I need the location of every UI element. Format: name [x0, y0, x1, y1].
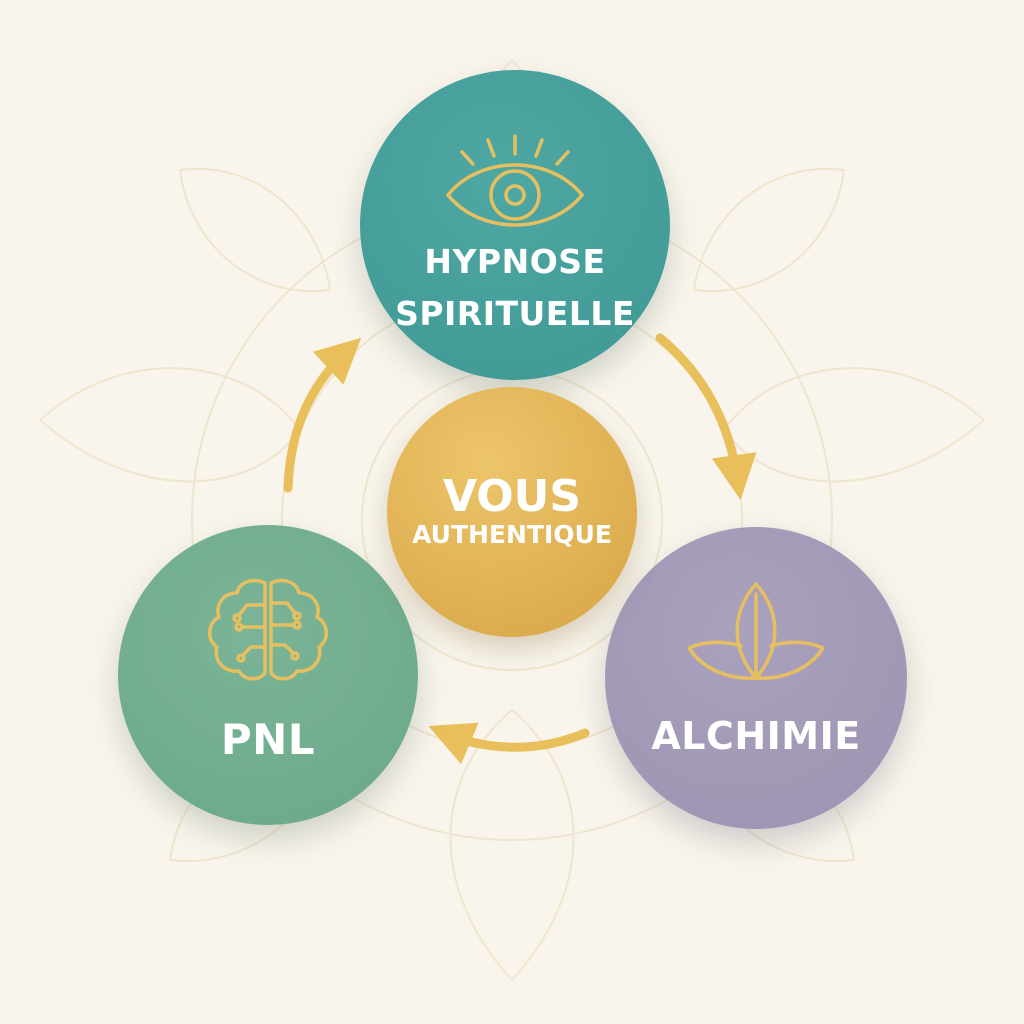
center-label-line1: VOUS: [442, 470, 582, 522]
node-pnl: PNL: [118, 525, 418, 825]
node-alchimie-label: ALCHIMIE: [651, 714, 861, 759]
node-hypnose-label-line2: SPIRITUELLE: [395, 294, 635, 333]
node-pnl-label: PNL: [220, 714, 316, 764]
arrow-right-to-left: [428, 722, 590, 765]
lotus-icon: [681, 576, 831, 686]
eye-icon: [440, 130, 590, 230]
center-label-line2: AUTHENTIQUE: [412, 520, 612, 550]
node-alchimie: ALCHIMIE: [605, 527, 907, 829]
node-hypnose-label-line1: HYPNOSE: [424, 242, 606, 282]
brain-icon: [203, 575, 333, 685]
arrow-top-to-right: [655, 333, 757, 500]
arrow-left-to-top: [283, 337, 362, 493]
node-vous-authentique: VOUS AUTHENTIQUE: [387, 387, 637, 637]
node-hypnose-spirituelle: HYPNOSE SPIRITUELLE: [360, 70, 670, 380]
